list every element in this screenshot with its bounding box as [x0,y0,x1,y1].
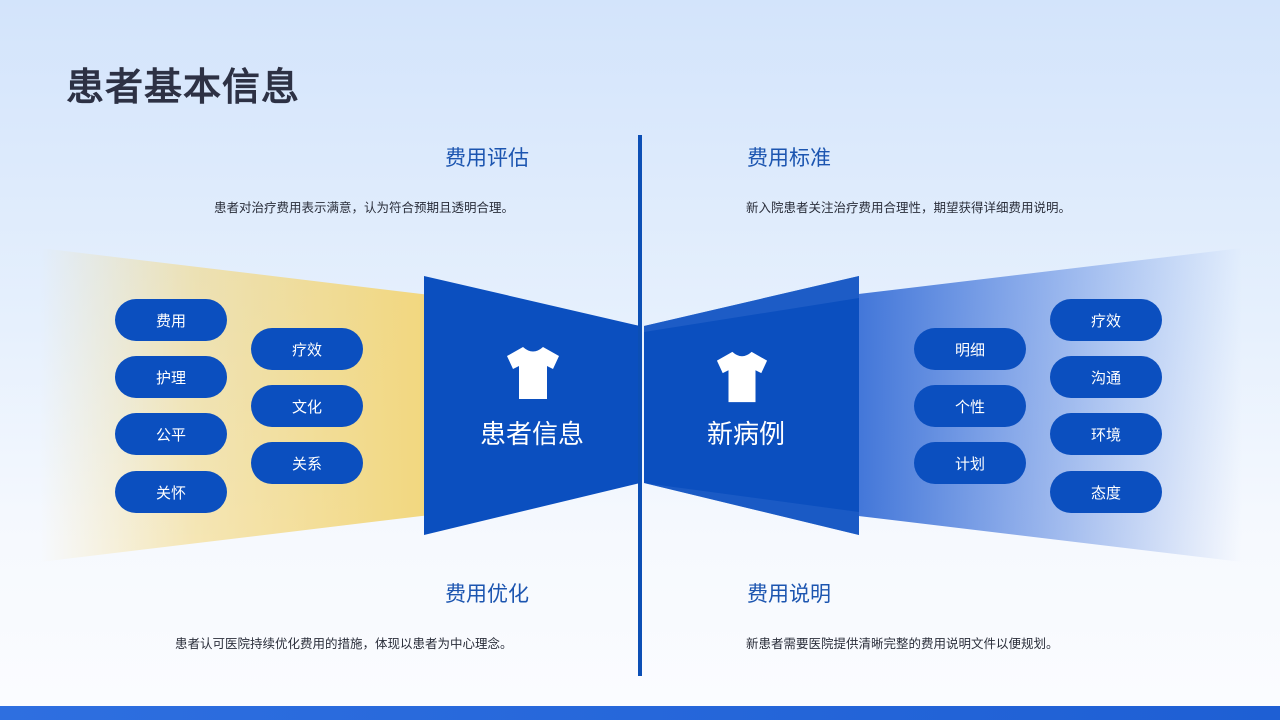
section-desc-cost-explanation: 新患者需要医院提供清晰完整的费用说明文件以便规划。 [746,636,1059,651]
section-title-cost-evaluation: 费用评估 [445,146,529,170]
tag-pill: 明细 [914,328,1026,370]
tag-pill: 沟通 [1050,356,1162,398]
shirt-icon [507,347,559,399]
tag-pill: 疗效 [1050,299,1162,341]
section-title-cost-standard: 费用标准 [747,146,831,170]
tag-pill: 疗效 [251,328,363,370]
section-title-cost-explanation: 费用说明 [747,582,831,606]
section-desc-cost-optimization: 患者认可医院持续优化费用的措施，体现以患者为中心理念。 [175,636,513,651]
section-desc-cost-evaluation: 患者对治疗费用表示满意，认为符合预期且透明合理。 [214,200,515,215]
tag-pill: 费用 [115,299,227,341]
page-title: 患者基本信息 [66,65,301,109]
left-bowtie-panel [424,276,640,535]
bottom-accent-bar [0,706,1280,720]
section-title-cost-optimization: 费用优化 [445,582,529,606]
tag-pill: 文化 [251,385,363,427]
left-yellow-wing [40,248,430,562]
tag-pill: 关系 [251,442,363,484]
tag-pill: 环境 [1050,413,1162,455]
tag-pill: 关怀 [115,471,227,513]
tag-pill: 个性 [914,385,1026,427]
right-panel-highlight [644,276,859,332]
tag-pill: 公平 [115,413,227,455]
center-right-label: 新病例 [707,420,786,450]
tag-pill: 态度 [1050,471,1162,513]
section-desc-cost-standard: 新入院患者关注治疗费用合理性，期望获得详细费用说明。 [746,200,1072,215]
tag-pill: 计划 [914,442,1026,484]
center-divider [638,135,642,676]
right-bowtie-panel [644,276,859,535]
shirt-icon [716,351,768,403]
tag-pill: 护理 [115,356,227,398]
right-panel-shade [644,483,859,535]
center-left-label: 患者信息 [480,420,585,450]
